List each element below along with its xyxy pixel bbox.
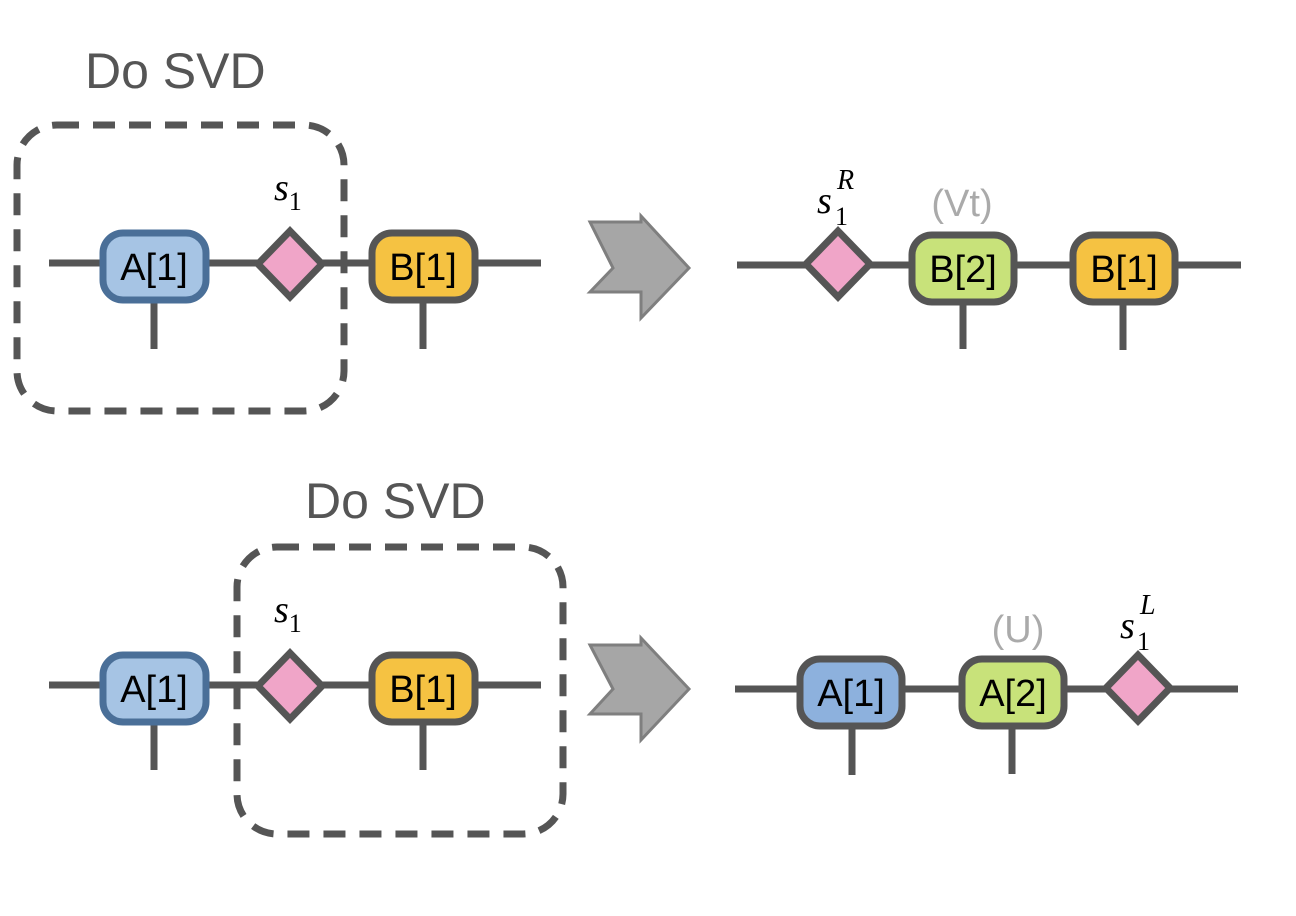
tensor-label: A[2] — [979, 673, 1047, 715]
tensor-label: B[1] — [389, 247, 457, 289]
tensor-label: B[1] — [389, 669, 457, 711]
singular-value-diamond — [253, 647, 327, 725]
tensor-B2: B[2] — [908, 231, 1018, 306]
singular-value-label: s1 — [274, 589, 302, 638]
tensor-label: A[1] — [817, 673, 885, 715]
tensor-B1: B[1] — [368, 651, 479, 726]
singular-value-diamond-right — [801, 225, 875, 303]
arrow-icon — [586, 212, 692, 322]
svd-selection-box — [13, 121, 348, 415]
singular-value-diamond-left — [1101, 649, 1175, 727]
tensor-B1: B[1] — [368, 229, 479, 304]
tensor-B1-result: B[1] — [1069, 231, 1179, 306]
tensor-A2: A[2] — [958, 655, 1068, 730]
singular-value-diamond — [253, 225, 327, 303]
role-label-vt: (Vt) — [931, 183, 992, 225]
tensor-A1: A[1] — [99, 651, 210, 726]
singular-value-label-left: s1L — [1120, 590, 1156, 656]
panel-bottom: Do SVD A[1] s1 B[1] A[1] — [49, 473, 1238, 838]
panel-top: Do SVD A[1] s1 B[1] — [13, 43, 1241, 415]
tensor-label: B[2] — [929, 249, 997, 291]
svd-selection-box — [233, 543, 567, 838]
arrow-icon — [586, 634, 692, 744]
role-label-u: (U) — [992, 609, 1045, 651]
tensor-A1-result: A[1] — [796, 655, 906, 730]
tensor-label: B[1] — [1090, 249, 1158, 291]
tensor-A1: A[1] — [99, 229, 210, 304]
panel-title: Do SVD — [305, 473, 486, 529]
tensor-label: A[1] — [120, 669, 188, 711]
panel-title: Do SVD — [85, 43, 266, 99]
singular-value-label: s1 — [274, 167, 302, 216]
tensor-label: A[1] — [120, 247, 188, 289]
